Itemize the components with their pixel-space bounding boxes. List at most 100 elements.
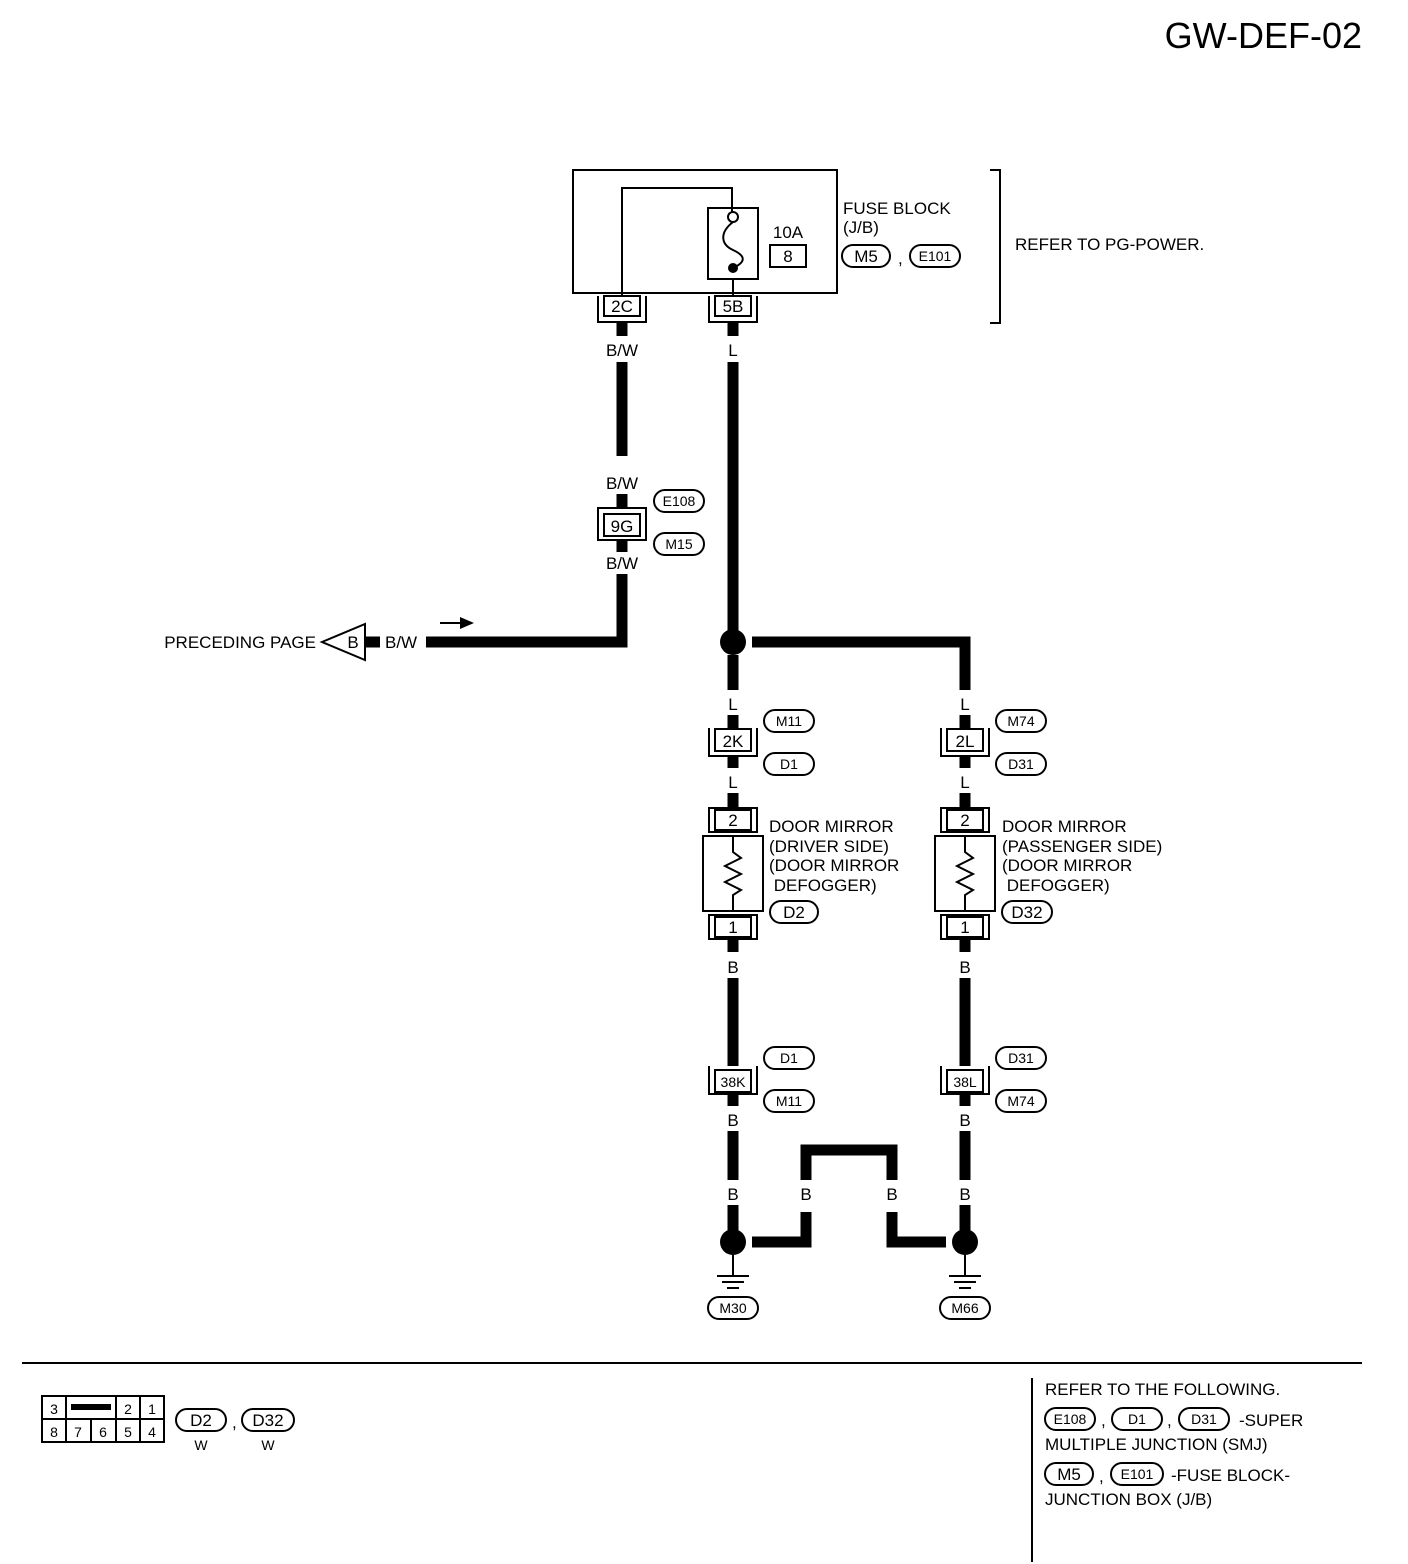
svg-text:B: B <box>347 633 358 652</box>
connector-badge-e101 <box>909 244 961 268</box>
svg-text:7: 7 <box>74 1424 82 1440</box>
svg-text:D31: D31 <box>1191 1411 1217 1427</box>
svg-text:E108: E108 <box>1054 1411 1087 1427</box>
svg-text:2: 2 <box>124 1401 132 1417</box>
svg-text:(DRIVER SIDE): (DRIVER SIDE) <box>769 837 889 856</box>
svg-text:MULTIPLE JUNCTION (SMJ): MULTIPLE JUNCTION (SMJ) <box>1045 1435 1268 1454</box>
conn-d31: D31 <box>1008 756 1034 772</box>
conn-d2: D2 <box>783 903 805 922</box>
fuse-block: 10A 8 FUSE BLOCK (J/B) M5 , E101 REFER T… <box>572 169 1204 324</box>
svg-text:DOOR MIRROR: DOOR MIRROR <box>769 817 894 836</box>
fuse-conn-1: M5 <box>854 247 878 266</box>
smj-terminal-38l: 38L <box>953 1074 977 1090</box>
pin-2: 2 <box>728 811 737 830</box>
resistor-icon <box>954 836 976 911</box>
svg-text:B: B <box>959 1111 970 1130</box>
fuse-number: 8 <box>783 247 792 266</box>
connector-badge-m5 <box>841 244 891 268</box>
conn-e108: E108 <box>663 493 696 509</box>
svg-text:E101: E101 <box>1121 1466 1154 1482</box>
svg-text:M5: M5 <box>1057 1465 1081 1484</box>
svg-text:L: L <box>960 773 969 792</box>
svg-text:B/W: B/W <box>385 633 417 652</box>
svg-text:JUNCTION BOX (J/B): JUNCTION BOX (J/B) <box>1045 1490 1212 1509</box>
svg-text:(PASSENGER SIDE): (PASSENGER SIDE) <box>1002 837 1162 856</box>
svg-text:M11: M11 <box>776 1093 802 1109</box>
refer-pg-power: REFER TO PG-POWER. <box>1015 235 1204 254</box>
svg-text:5: 5 <box>124 1424 132 1440</box>
svg-text:L: L <box>728 695 737 714</box>
ground-bridge-wire: B B <box>752 1144 946 1248</box>
svg-text:B/W: B/W <box>606 341 638 360</box>
fuse-number-box <box>769 244 807 268</box>
svg-text:(DOOR MIRROR: (DOOR MIRROR <box>769 856 899 875</box>
pin-1: 1 <box>728 918 737 937</box>
svg-text:DEFOGGER): DEFOGGER) <box>769 876 877 895</box>
svg-text:-FUSE BLOCK-: -FUSE BLOCK- <box>1171 1466 1290 1485</box>
svg-text:(DOOR MIRROR: (DOOR MIRROR <box>1002 856 1132 875</box>
svg-text:,: , <box>1101 1411 1106 1430</box>
svg-text:DEFOGGER): DEFOGGER) <box>1002 876 1110 895</box>
page-title: GW-DEF-02 <box>1165 15 1362 56</box>
left-branch: L 2K M11 D1 L 2 1 DOOR MIRROR (DRIVER SI… <box>702 695 899 1320</box>
wire-l: L <box>720 322 971 690</box>
fuse-amperage: 10A <box>773 223 804 242</box>
conn-m15: M15 <box>665 536 692 552</box>
connector-face: 3 2 1 8 7 6 5 4 D2 W , D32 W <box>41 1395 295 1453</box>
svg-text:B: B <box>727 1111 738 1130</box>
bracket <box>990 169 1001 324</box>
svg-text:D31: D31 <box>1008 1050 1034 1066</box>
fuse-conn-2: E101 <box>919 248 952 264</box>
conn-m11: M11 <box>776 713 802 729</box>
svg-text:L: L <box>728 341 737 360</box>
connector-lock-icon <box>71 1404 111 1410</box>
svg-text:B: B <box>800 1185 811 1204</box>
svg-text:B: B <box>959 958 970 977</box>
svg-text:9G: 9G <box>611 517 634 536</box>
svg-text:1: 1 <box>148 1401 156 1417</box>
resistor-icon <box>722 836 744 911</box>
preceding-page-label: PRECEDING PAGE <box>164 633 316 652</box>
terminal-5b: 5B <box>708 295 758 323</box>
conn-d1: D1 <box>780 756 798 772</box>
smj-terminal-2l: 2L <box>956 732 975 751</box>
svg-text:B: B <box>886 1185 897 1204</box>
svg-text:-SUPER: -SUPER <box>1239 1411 1303 1430</box>
conn-d32: D32 <box>1011 903 1042 922</box>
svg-text:5B: 5B <box>723 297 744 316</box>
conn-m74: M74 <box>1007 713 1034 729</box>
right-branch: L 2L M74 D31 L 2 1 DOOR MIRROR (PASSENGE… <box>934 695 1162 1320</box>
preceding-page-link: PRECEDING PAGE B B/W <box>164 617 474 662</box>
svg-text:1: 1 <box>960 918 969 937</box>
svg-text:,: , <box>232 1413 237 1432</box>
svg-text:L: L <box>728 773 737 792</box>
smj-terminal-9g: 9G E108 M15 <box>597 489 705 556</box>
svg-text:D1: D1 <box>1128 1411 1146 1427</box>
svg-text:REFER TO THE FOLLOWING.: REFER TO THE FOLLOWING. <box>1045 1380 1280 1399</box>
svg-text:2: 2 <box>960 811 969 830</box>
svg-text:8: 8 <box>50 1424 58 1440</box>
ground-m30: M30 <box>719 1300 746 1316</box>
ground-m66: M66 <box>951 1300 978 1316</box>
svg-text:W: W <box>194 1437 208 1453</box>
refer-box: REFER TO THE FOLLOWING. E108 , D1 , D31 … <box>1044 1380 1303 1509</box>
svg-text:3: 3 <box>50 1401 58 1417</box>
svg-text:6: 6 <box>99 1424 107 1440</box>
svg-text:L: L <box>960 695 969 714</box>
svg-text:,: , <box>1099 1467 1104 1486</box>
svg-text:M74: M74 <box>1007 1093 1034 1109</box>
comma: , <box>898 249 903 268</box>
svg-text:D1: D1 <box>780 1050 798 1066</box>
svg-text:DOOR MIRROR: DOOR MIRROR <box>1002 817 1127 836</box>
fuse-block-sublabel: (J/B) <box>843 218 879 237</box>
svg-text:B/W: B/W <box>606 554 638 573</box>
svg-text:D32: D32 <box>252 1411 283 1430</box>
terminal-2c: 2C <box>597 295 647 323</box>
fuse-block-label: FUSE BLOCK <box>843 199 951 218</box>
svg-text:B/W: B/W <box>606 474 638 493</box>
smj-terminal-38k: 38K <box>721 1074 747 1090</box>
svg-text:B: B <box>959 1185 970 1204</box>
svg-text:B: B <box>727 958 738 977</box>
svg-text:2C: 2C <box>611 297 633 316</box>
